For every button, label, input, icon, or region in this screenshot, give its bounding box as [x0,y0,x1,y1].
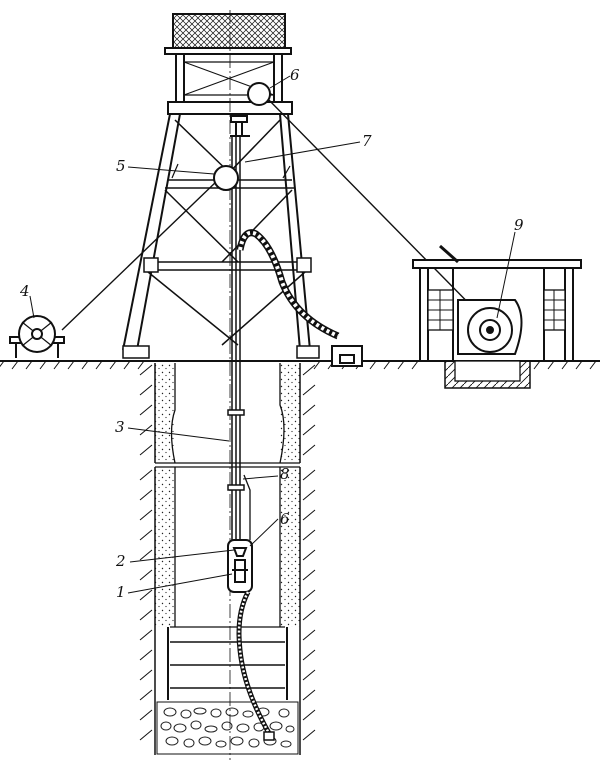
winch-cable [61,179,219,331]
label-cable: 6 [280,510,290,528]
block-pulley [213,165,239,191]
hook-block [230,115,250,137]
submersible-pump [227,539,253,593]
label-clamp: 8 [280,465,290,483]
label-crown-pulley: 6 [290,66,300,84]
mud-box [331,345,363,367]
leader-lines [29,75,516,594]
label-block-pulley: 5 [116,157,126,175]
crown-pulley [247,82,271,106]
label-derrick: 7 [362,132,372,150]
label-pump-unit: 1 [116,583,126,601]
winch [9,315,65,358]
cable-drum-house [412,244,582,389]
discharge-hose [236,229,340,340]
borehole [139,363,316,755]
label-cable-drum: 9 [514,216,524,234]
label-winch: 4 [19,282,30,300]
label-check-valve: 2 [115,552,126,570]
pump-column-pipe [227,136,245,540]
cable-line [264,95,496,331]
label-pump-column: 3 [115,418,125,436]
